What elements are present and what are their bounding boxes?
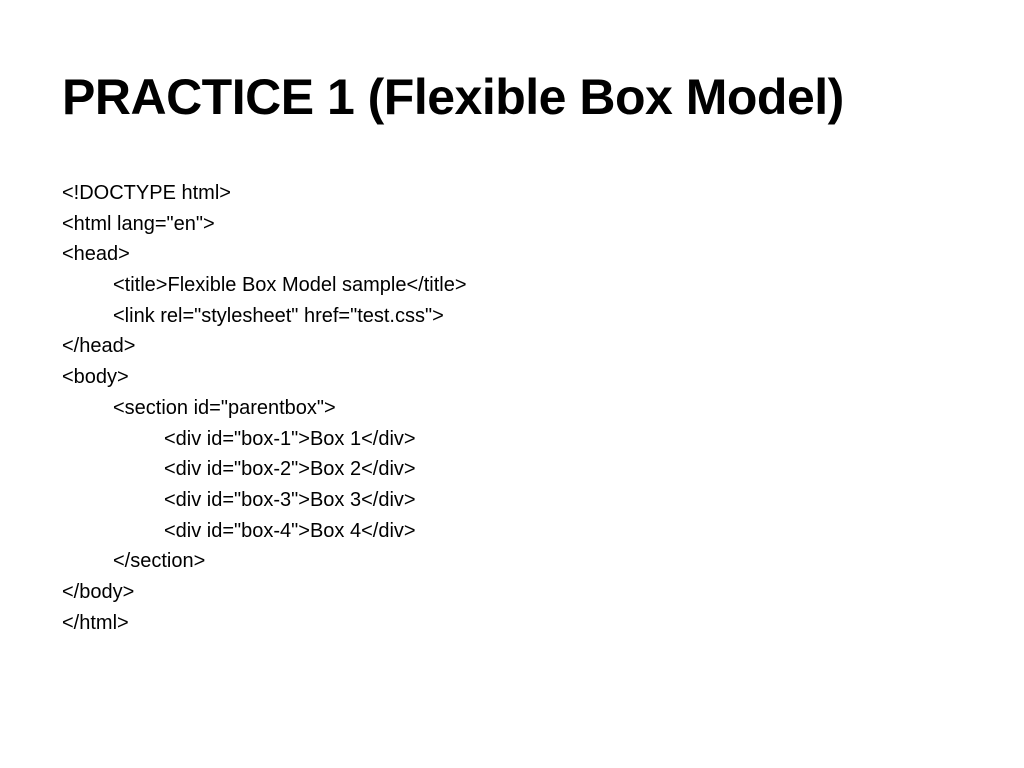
slide-title: PRACTICE 1 (Flexible Box Model) <box>62 69 844 125</box>
code-line: </section> <box>113 550 206 573</box>
code-line: <head> <box>62 243 130 266</box>
code-listing: <!DOCTYPE html> <html lang="en"> <head> … <box>62 178 467 638</box>
code-line: <link rel="stylesheet" href="test.css"> <box>113 304 444 327</box>
code-line: </head> <box>62 335 136 358</box>
code-line: <div id="box-4">Box 4</div> <box>164 519 416 542</box>
code-line: <div id="box-3">Box 3</div> <box>164 488 416 511</box>
code-line: <html lang="en"> <box>62 212 215 235</box>
code-line: <div id="box-2">Box 2</div> <box>164 458 416 481</box>
code-line: <!DOCTYPE html> <box>62 182 231 204</box>
code-line: <section id="parentbox"> <box>113 396 336 419</box>
code-line: </html> <box>62 611 129 634</box>
code-line: <title>Flexible Box Model sample</title> <box>113 274 467 297</box>
code-line: <div id="box-1">Box 1</div> <box>164 427 416 450</box>
code-line: </body> <box>62 580 135 603</box>
code-line: <body> <box>62 366 129 389</box>
